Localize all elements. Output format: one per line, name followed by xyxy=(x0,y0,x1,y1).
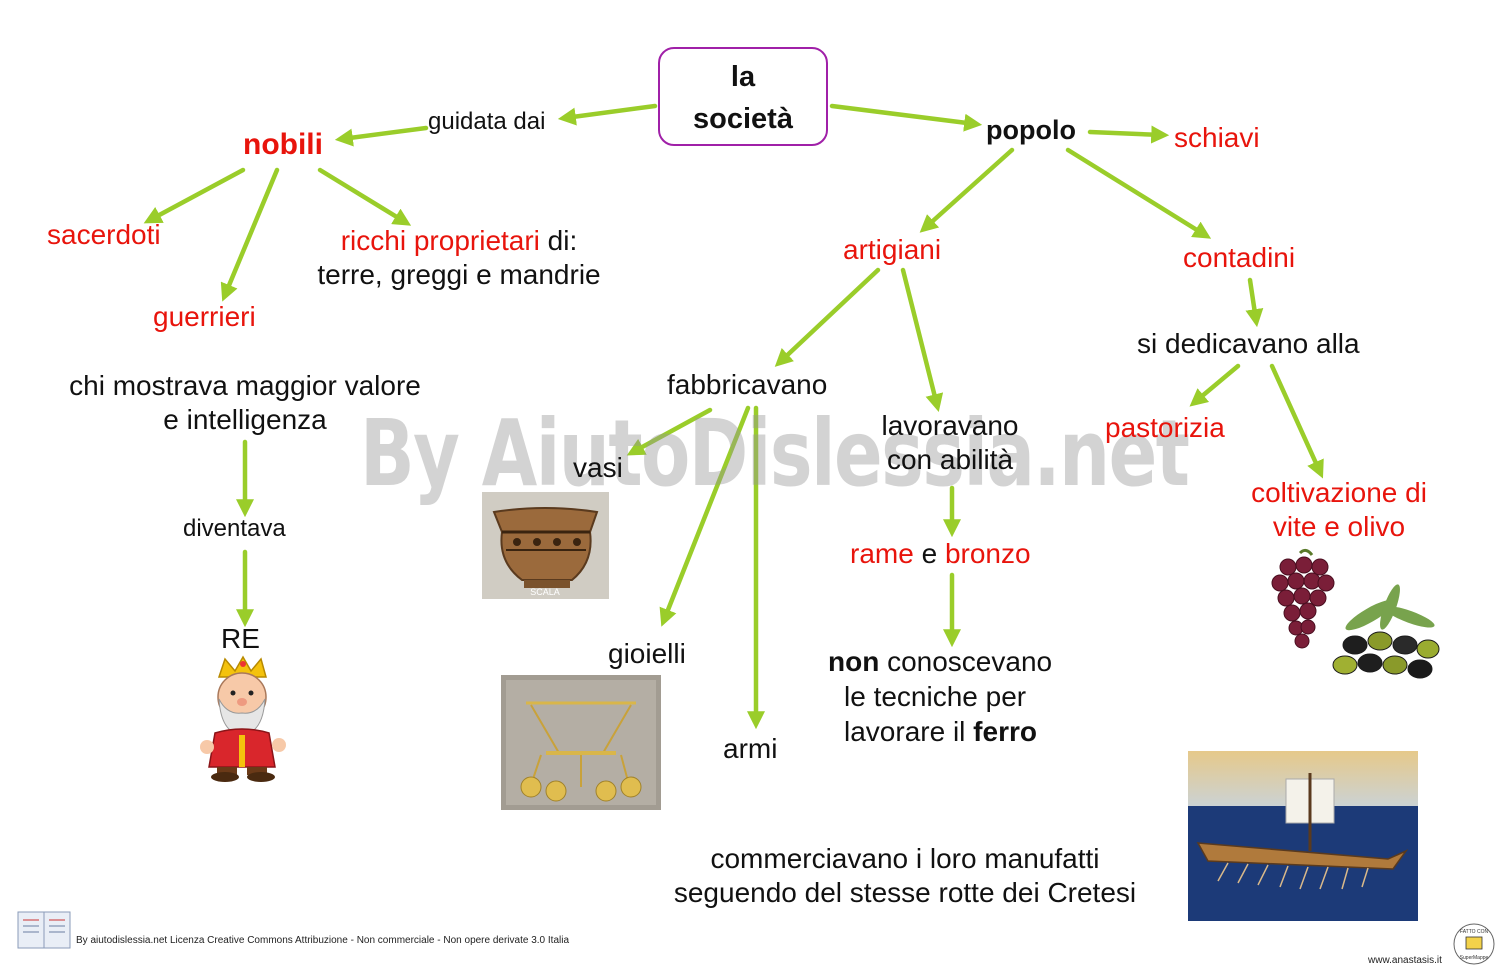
node-vasi: vasi xyxy=(573,452,623,483)
tecniche-line: le tecniche per xyxy=(844,681,1027,712)
book-logo xyxy=(17,911,71,949)
node-popolo: popolo xyxy=(986,115,1076,145)
root-label-line1: la xyxy=(730,61,756,93)
edge-label-guidata: guidata dai xyxy=(428,108,546,135)
ship-photo xyxy=(1188,751,1418,921)
rame-label: rame xyxy=(850,538,914,569)
badge-bottom-text: SuperMappe xyxy=(1460,955,1489,961)
node-non-conoscevano: non conoscevano le tecniche per lavorare… xyxy=(828,644,1052,749)
node-artigiani: artigiani xyxy=(843,234,942,265)
edge-popolo-contadini xyxy=(1065,147,1212,239)
edge-nobili-sacerdoti xyxy=(143,167,246,224)
edge-nobili-ricchi xyxy=(317,167,412,226)
coltivazione-line1: coltivazione di xyxy=(1251,477,1427,508)
conoscevano-label: conoscevano xyxy=(879,646,1053,677)
footer-site: www.anastasis.it xyxy=(1368,955,1442,966)
node-lavoravano: lavoravano con abilità xyxy=(860,409,1040,476)
node-valore: chi mostrava maggior valore e intelligen… xyxy=(45,369,445,436)
non-label: non xyxy=(828,646,880,677)
node-contadini: contadini xyxy=(1183,242,1296,273)
edge-label-diventava: diventava xyxy=(183,515,286,542)
node-guerrieri: guerrieri xyxy=(153,301,256,332)
ricchi-proprietari-label: ricchi proprietari xyxy=(340,225,540,256)
lavorare-label: lavorare il xyxy=(844,716,974,747)
ricchi-di-label: di: xyxy=(539,225,578,256)
node-commerciavano: commerciavano i loro manufatti seguendo … xyxy=(640,842,1170,909)
valore-line2: e intelligenza xyxy=(163,403,327,435)
jewelry-photo xyxy=(501,675,661,810)
edge-fabbricavano-vasi xyxy=(626,407,713,456)
node-ricchi-proprietari: ricchi proprietari di: terre, greggi e m… xyxy=(298,224,620,291)
node-dedicavano: si dedicavano alla xyxy=(1137,328,1360,359)
vase-photo: SCALA xyxy=(482,492,609,599)
root-node-label: la società xyxy=(658,56,828,140)
edge-dedicavano-pastorizia xyxy=(1189,363,1241,407)
badge-top-text: FATTO CON xyxy=(1460,929,1489,935)
lavoravano-line1: lavoravano xyxy=(881,410,1019,441)
edge-popolo-artigiani xyxy=(919,147,1015,233)
node-armi: armi xyxy=(723,733,778,764)
valore-line1: chi mostrava maggior valore xyxy=(69,370,421,401)
node-gioielli: gioielli xyxy=(608,638,686,669)
node-sacerdoti: sacerdoti xyxy=(47,219,161,250)
supermappe-badge: FATTO CON SuperMappe xyxy=(1453,923,1495,965)
edge-root-guidata xyxy=(557,103,658,126)
node-rame-bronzo: rame e bronzo xyxy=(850,537,1031,571)
king-illustration xyxy=(200,655,286,782)
edge-nobili-guerrieri xyxy=(220,167,280,302)
ferro-label: ferro xyxy=(973,716,1037,747)
edge-guidata-nobili xyxy=(334,125,429,147)
ricchi-line2: terre, greggi e mandrie xyxy=(317,258,601,290)
edge-fabbricavano-gioielli xyxy=(659,405,751,627)
lavoravano-line2: con abilità xyxy=(886,443,1014,475)
edge-artigiani-lavoravano xyxy=(900,267,944,412)
root-node xyxy=(658,47,828,146)
node-coltivazione: coltivazione di vite e olivo xyxy=(1236,476,1442,543)
edge-artigiani-fabbricavano xyxy=(774,267,881,367)
edge-dedicavano-coltivazione xyxy=(1269,363,1324,479)
node-pastorizia: pastorizia xyxy=(1105,412,1225,443)
edge-popolo-schiavi xyxy=(1087,125,1170,144)
coltivazione-line2: vite e olivo xyxy=(1272,510,1406,542)
commerciavano-line1: commerciavano i loro manufatti xyxy=(710,843,1100,874)
vase-caption: SCALA xyxy=(530,587,560,597)
node-fabbricavano: fabbricavano xyxy=(667,369,828,400)
footer-license: By aiutodislessia.net Licenza Creative C… xyxy=(76,935,570,946)
node-re: RE xyxy=(221,623,260,654)
bronzo-label: bronzo xyxy=(944,538,1031,569)
rame-e-label: e xyxy=(913,538,945,569)
node-nobili: nobili xyxy=(243,128,323,161)
node-schiavi: schiavi xyxy=(1174,122,1260,153)
root-label-line2: società xyxy=(693,103,793,136)
edge-root-popolo xyxy=(829,103,983,132)
edge-contadini-dedicavano xyxy=(1245,277,1264,328)
commerciavano-line2: seguendo del stesse rotte dei Cretesi xyxy=(673,876,1137,908)
grapes-olives-illustration xyxy=(1271,548,1440,679)
